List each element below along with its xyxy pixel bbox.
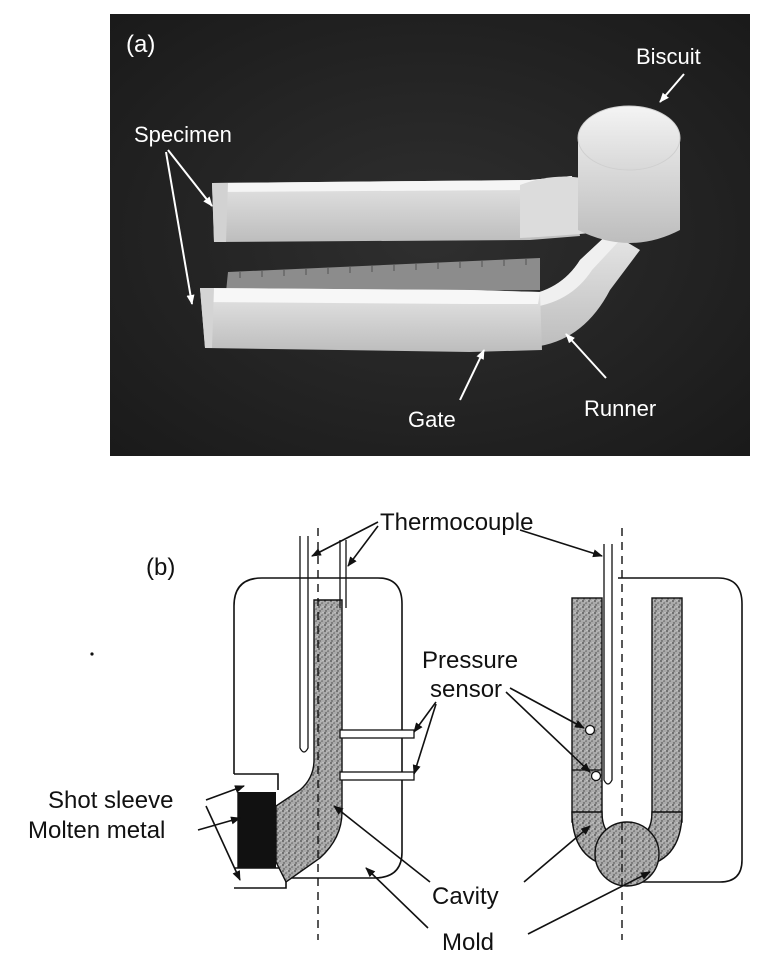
panel-b-label: (b) bbox=[146, 554, 175, 581]
molten-metal-block bbox=[238, 792, 276, 868]
biscuit-arrow bbox=[659, 73, 685, 103]
left-thermocouples bbox=[299, 536, 347, 753]
shot-sleeve-label: Shot sleeve bbox=[48, 787, 173, 814]
mold-arrow-2 bbox=[527, 871, 651, 935]
thermocouple-arrow-3 bbox=[519, 529, 603, 558]
mold-label: Mold bbox=[442, 929, 494, 956]
runner-arrow bbox=[565, 333, 607, 379]
left-mold bbox=[233, 528, 415, 940]
panel-b-schematic: (b) bbox=[28, 509, 743, 956]
cavity-arrow-1 bbox=[333, 805, 431, 883]
upper-specimen bbox=[212, 176, 580, 242]
panel-a-label: (a) bbox=[126, 31, 155, 58]
panel-b-arrows bbox=[197, 521, 651, 935]
thermocouple-arrow-2 bbox=[347, 525, 379, 567]
specimen-arrow-upper bbox=[167, 149, 213, 207]
right-cavity-right-arm bbox=[651, 597, 683, 823]
cavity-label: Cavity bbox=[432, 883, 499, 910]
molten-metal-label: Molten metal bbox=[28, 817, 165, 844]
ruler bbox=[226, 258, 540, 292]
specimen-arrow-lower bbox=[165, 151, 195, 305]
runner-label: Runner bbox=[584, 396, 656, 421]
pressure-arrow-4 bbox=[505, 691, 591, 773]
right-mold-outline bbox=[618, 577, 743, 883]
specimen-label: Specimen bbox=[134, 122, 232, 147]
right-pressure-sensor-lower bbox=[590, 770, 602, 782]
pressure-label-line2: sensor bbox=[430, 676, 502, 703]
pressure-arrow-2 bbox=[412, 703, 437, 775]
gate-arrow bbox=[459, 349, 485, 401]
panel-a-arrows bbox=[165, 73, 685, 401]
pressure-label-line1: Pressure bbox=[422, 647, 518, 674]
stray-dot bbox=[90, 652, 94, 656]
left-mold-outline bbox=[233, 577, 403, 879]
pressure-arrow-1 bbox=[413, 701, 437, 733]
panel-a-photo: (a) Biscuit Specimen Gate Runner bbox=[110, 14, 750, 456]
right-pressure-sensor-upper bbox=[584, 724, 596, 736]
gate-label: Gate bbox=[408, 407, 456, 432]
mold-arrow-1 bbox=[365, 867, 429, 929]
biscuit bbox=[577, 105, 681, 243]
thermocouple-arrow-1 bbox=[311, 521, 379, 557]
pressure-sensor-lower bbox=[339, 771, 415, 781]
left-cavity bbox=[275, 599, 343, 884]
right-thermocouple bbox=[603, 544, 613, 785]
lower-specimen bbox=[200, 288, 542, 352]
right-cavity-left-arm bbox=[571, 597, 603, 823]
cavity-arrow-2 bbox=[523, 825, 591, 883]
right-mold bbox=[571, 528, 743, 940]
left-pressure-sensors bbox=[339, 729, 415, 781]
thermocouple-label: Thermocouple bbox=[380, 509, 533, 536]
pressure-sensor-upper bbox=[339, 729, 415, 739]
biscuit-label: Biscuit bbox=[636, 44, 701, 69]
shot-sleeve-arrow-2 bbox=[205, 805, 241, 881]
shot-sleeve-arrow-1 bbox=[205, 785, 245, 801]
right-biscuit bbox=[594, 821, 660, 887]
molten-metal-arrow bbox=[197, 816, 241, 831]
pressure-arrow-3 bbox=[509, 687, 585, 729]
